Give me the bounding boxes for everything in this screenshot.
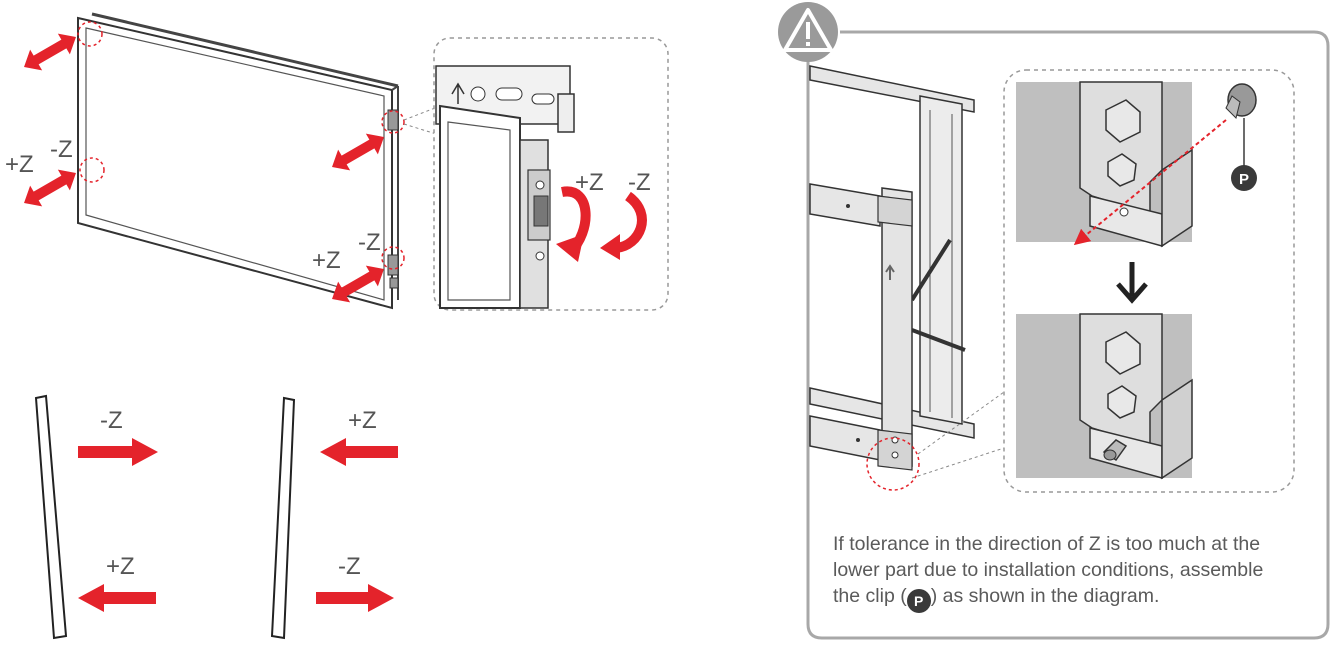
- panel-profile-tilted: [34, 394, 68, 640]
- arrow-right-icon: [316, 584, 394, 612]
- pos-z-label: +Z: [312, 247, 341, 274]
- neg-z-label: -Z: [628, 169, 651, 196]
- caption-text: ) as shown in the diagram.: [930, 585, 1160, 607]
- rotate-clockwise-icon: [556, 186, 591, 262]
- rotate-counterclockwise-icon: [600, 191, 647, 260]
- caption-line: If tolerance in the direction of Z is to…: [833, 533, 1261, 555]
- highlight-circle: [79, 157, 105, 183]
- neg-z-label: -Z: [338, 553, 361, 580]
- pos-z-label: +Z: [348, 407, 377, 434]
- highlight-circle: [381, 110, 405, 134]
- arrow-right-icon: [78, 438, 158, 466]
- caption-line: the clip (P) as shown in the diagram.: [833, 583, 1313, 613]
- arrow-left-icon: [320, 438, 398, 466]
- wall-mount-bracket: [809, 65, 975, 471]
- panel-profile-tilted: [270, 396, 296, 640]
- arrow-left-icon: [78, 584, 156, 612]
- highlight-circle: [77, 21, 103, 47]
- caution-caption: If tolerance in the direction of Z is to…: [833, 531, 1313, 613]
- neg-z-label: -Z: [100, 407, 123, 434]
- warning-triangle-icon: [778, 2, 838, 62]
- clip-detail-box: P: [1003, 69, 1295, 493]
- neg-z-label: -Z: [50, 136, 73, 163]
- caution-panel: [806, 30, 1330, 640]
- pos-z-label: +Z: [5, 151, 34, 178]
- double-arrow-icon: [24, 169, 76, 207]
- pos-z-label: +Z: [106, 553, 135, 580]
- double-arrow-icon: [332, 133, 384, 171]
- display-panel-illustration: [77, 12, 399, 310]
- clip-p-badge: P: [1239, 171, 1249, 188]
- arrow-down-icon: [1116, 262, 1148, 304]
- neg-z-label: -Z: [358, 229, 381, 256]
- caption-text: the clip (: [833, 585, 907, 607]
- double-arrow-icon: [332, 265, 384, 303]
- clip-p-icon: P: [906, 589, 931, 613]
- highlight-circle: [381, 246, 405, 270]
- double-arrow-icon: [24, 33, 76, 71]
- highlight-circle: [866, 437, 920, 491]
- caption-line: lower part due to installation condition…: [833, 559, 1264, 581]
- pos-z-label: +Z: [575, 169, 604, 196]
